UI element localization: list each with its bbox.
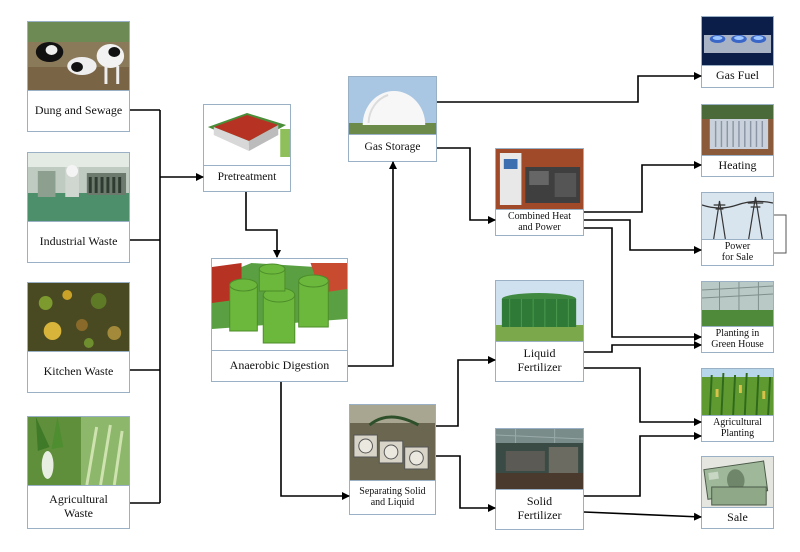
greenhouse-label-line2: Green House bbox=[711, 339, 764, 350]
pretreatment-label: Pretreatment bbox=[217, 171, 277, 184]
agricultural-planting-label-line1: Agricultural bbox=[713, 416, 762, 428]
edge-digestion-to-gas-storage bbox=[348, 161, 397, 367]
agricultural-planting-label-line2: Planting bbox=[720, 428, 755, 439]
edge-gas-storage-to-gas-fuel bbox=[437, 72, 702, 103]
corn-field-image bbox=[702, 369, 773, 416]
sale-node: Sale bbox=[701, 456, 774, 529]
greenhouse-label-line1: Planting in bbox=[715, 327, 760, 339]
anaerobic-digestion-node: Anaerobic Digestion bbox=[211, 258, 348, 382]
pretreatment-building-image bbox=[204, 105, 290, 166]
industrial-waste-label: Industrial Waste bbox=[39, 233, 118, 248]
separating-label-line2: and Liquid bbox=[370, 497, 415, 508]
edge-pretreatment-to-digestion bbox=[245, 192, 281, 258]
liquid-fertilizer-label-line2: Fertilizer bbox=[517, 360, 562, 374]
dung-and-sewage-node: Dung and Sewage bbox=[27, 21, 130, 132]
separating-label-line1: Separating Solid bbox=[359, 485, 426, 497]
edge-solid-to-agri-planting bbox=[584, 432, 702, 497]
separator-machines-image bbox=[350, 405, 435, 481]
agricultural-waste-label-line2: Waste bbox=[63, 505, 94, 520]
industrial-waste-node: Industrial Waste bbox=[27, 152, 130, 263]
gas-stove-image bbox=[702, 17, 773, 66]
radish-plants-image bbox=[28, 417, 129, 486]
kitchen-waste-node: Kitchen Waste bbox=[27, 282, 130, 393]
edge-separating-to-solid bbox=[436, 455, 496, 512]
gas-dome-image bbox=[349, 77, 436, 135]
kitchen-waste-label: Kitchen Waste bbox=[43, 363, 114, 378]
liquid-fertilizer-label-line1: Liquid bbox=[523, 346, 556, 361]
solid-fertilizer-label-line2: Fertilizer bbox=[517, 508, 562, 522]
liquid-tank-image bbox=[496, 281, 583, 342]
edge-separating-to-liquid bbox=[436, 356, 496, 427]
agricultural-waste-label-line1: Agricultural bbox=[49, 491, 108, 506]
edge-digestion-to-separating bbox=[280, 382, 350, 500]
greenhouse-image bbox=[702, 282, 773, 327]
heating-node: Heating bbox=[701, 104, 774, 177]
edge-liquid-to-agri-planting bbox=[584, 367, 702, 426]
gas-storage-label: Gas Storage bbox=[364, 140, 421, 153]
gas-fuel-label: Gas Fuel bbox=[716, 68, 759, 83]
pretreatment-node: Pretreatment bbox=[203, 104, 291, 192]
power-for-sale-label-line2: for Sale bbox=[721, 252, 754, 263]
sale-label: Sale bbox=[727, 509, 748, 524]
solid-fertilizer-plant-image bbox=[496, 429, 583, 490]
solid-fertilizer-label-line1: Solid bbox=[526, 494, 553, 509]
edge-chp-to-power bbox=[584, 219, 702, 254]
chp-label-line2: and Power bbox=[518, 222, 561, 233]
power-for-sale-label-line1: Power bbox=[724, 240, 751, 252]
edge-solid-to-sale bbox=[583, 511, 702, 521]
gas-fuel-node: Gas Fuel bbox=[701, 16, 774, 88]
edge-gas-storage-to-chp bbox=[437, 147, 496, 224]
chp-label-line1: Combined Heat bbox=[507, 210, 572, 222]
food-scraps-image bbox=[28, 283, 129, 352]
dung-and-sewage-label: Dung and Sewage bbox=[34, 102, 123, 117]
radiator-image bbox=[702, 105, 773, 156]
generator-image bbox=[496, 149, 583, 210]
heating-label: Heating bbox=[718, 157, 757, 172]
anaerobic-digestion-label: Anaerobic Digestion bbox=[229, 357, 330, 372]
power-bracket bbox=[774, 214, 787, 254]
digester-tanks-image bbox=[212, 259, 347, 351]
edge-chp-to-greenhouse bbox=[584, 227, 702, 341]
cows-image bbox=[28, 22, 129, 91]
edge-chp-to-heating bbox=[584, 161, 702, 213]
edge-liquid-to-greenhouse bbox=[584, 341, 702, 353]
factory-image bbox=[28, 153, 129, 222]
power-pylons-image bbox=[702, 193, 773, 240]
money-image bbox=[702, 457, 773, 508]
